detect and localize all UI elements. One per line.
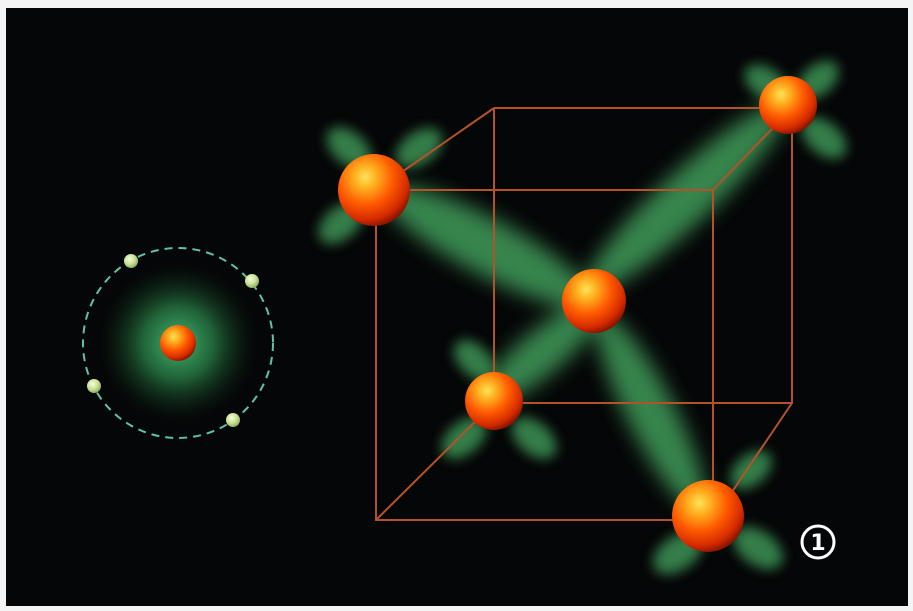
atom-top-right-sphere-icon xyxy=(759,76,817,134)
crystal-lattice-diagram: 1 xyxy=(6,8,908,606)
atom-bottom-right-sphere-icon xyxy=(672,480,744,552)
electron-3 xyxy=(87,379,101,393)
figure-number: 1 xyxy=(810,531,825,556)
electron-2 xyxy=(245,274,259,288)
atom-center-sphere-icon xyxy=(562,269,626,333)
atom-bottom-left-sphere-icon xyxy=(465,372,523,430)
electron-1 xyxy=(124,254,138,268)
circled-number-icon: 1 xyxy=(802,526,834,558)
electron-4 xyxy=(226,413,240,427)
atom-top-left-sphere-icon xyxy=(338,154,410,226)
isolated-atom xyxy=(83,248,273,438)
nucleus-sphere-icon xyxy=(160,325,196,361)
diagram-panel: 1 xyxy=(6,8,908,606)
